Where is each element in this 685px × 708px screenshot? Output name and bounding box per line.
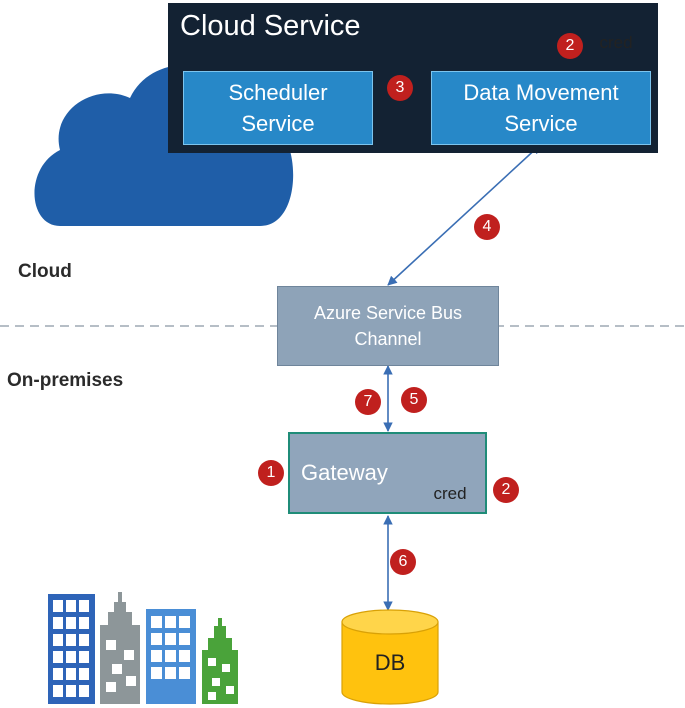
cloud-service-title: Cloud Service (180, 10, 361, 42)
step-badge-2-cloud: 2 (557, 33, 583, 59)
step-badge-1: 1 (258, 460, 284, 486)
azure-service-bus-box: Azure Service Bus Channel (277, 286, 499, 366)
cloud-zone-label: Cloud (18, 261, 72, 282)
gateway-box (288, 432, 487, 514)
step-badge-4: 4 (474, 214, 500, 240)
scheduler-service-box: Scheduler Service (183, 71, 373, 145)
dms-label-line2: Service (504, 111, 578, 136)
gateway-cred-label: cred (433, 484, 467, 503)
cloud-cred-label: cred (599, 33, 633, 52)
db-cylinder-icon (341, 609, 439, 705)
scheduler-label-line1: Scheduler (228, 80, 328, 105)
step-badge-5: 5 (401, 387, 427, 413)
on-premises-zone-label: On-premises (7, 370, 124, 391)
buildings-icon (48, 592, 238, 704)
data-movement-service-box: Data Movement Service (431, 71, 651, 145)
scheduler-label-line2: Service (241, 111, 315, 136)
db-label: DB (374, 650, 406, 675)
bus-label-line2: Channel (354, 329, 422, 349)
dms-label-line1: Data Movement (463, 80, 619, 105)
gateway-label: Gateway (301, 460, 388, 485)
step-badge-3: 3 (387, 75, 413, 101)
step-badge-2-gateway: 2 (493, 477, 519, 503)
step-badge-7: 7 (355, 389, 381, 415)
step-badge-6: 6 (390, 549, 416, 575)
arrow-dms-bus (387, 144, 541, 286)
bus-label-line1: Azure Service Bus (313, 303, 463, 323)
